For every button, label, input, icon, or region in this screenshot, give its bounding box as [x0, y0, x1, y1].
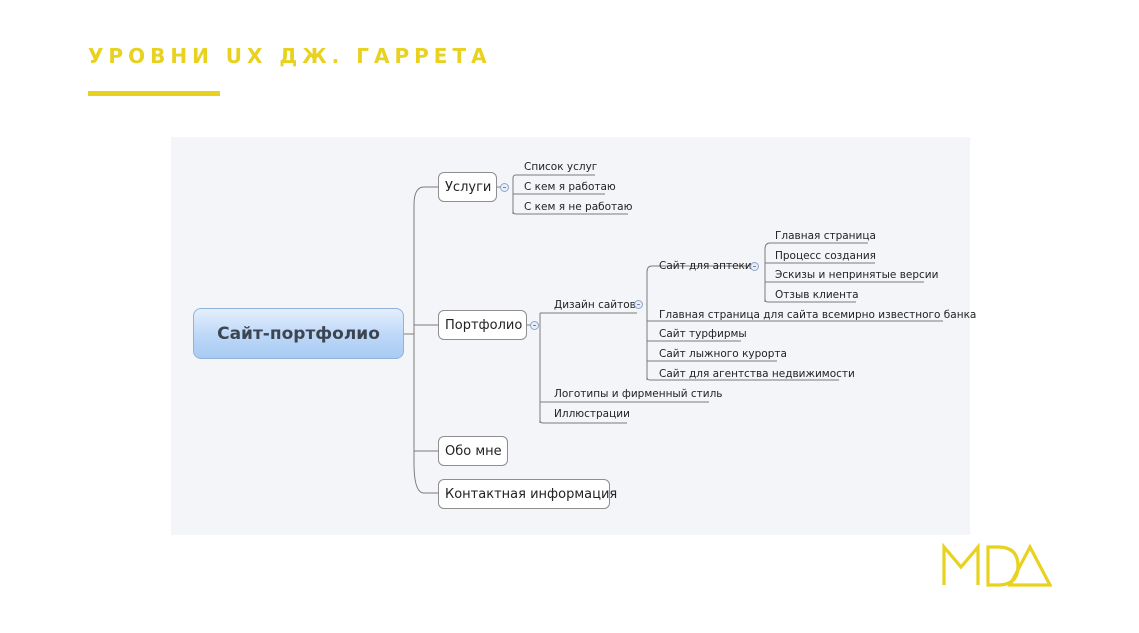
leaf-pharmacy-home[interactable]: Главная страница — [775, 230, 876, 242]
leaf-who-i-dont-work-with[interactable]: С кем я не работаю — [524, 201, 633, 213]
leaf-services-list[interactable]: Список услуг — [524, 161, 598, 173]
node-contacts[interactable]: Контактная информация — [438, 479, 617, 509]
node-pharmacy-site[interactable]: Сайт для аптеки — [659, 260, 752, 272]
collapse-portfolio-icon[interactable] — [530, 321, 539, 330]
node-portfolio[interactable]: Портфолио — [438, 310, 527, 340]
leaf-pharmacy-process[interactable]: Процесс создания — [775, 250, 876, 262]
node-services[interactable]: Услуги — [438, 172, 497, 202]
node-logos[interactable]: Логотипы и фирменный стиль — [554, 388, 723, 400]
leaf-travel-agency[interactable]: Сайт турфирмы — [659, 328, 747, 340]
leaf-real-estate[interactable]: Сайт для агентства недвижимости — [659, 368, 855, 380]
leaf-who-i-work-with[interactable]: С кем я работаю — [524, 181, 616, 193]
collapse-services-icon[interactable] — [500, 183, 509, 192]
title-underline — [88, 91, 220, 96]
slide-title: УРОВНИ UX ДЖ. ГАРРЕТА — [88, 44, 492, 68]
leaf-ski-resort[interactable]: Сайт лыжного курорта — [659, 348, 787, 360]
collapse-web-design-icon[interactable] — [634, 300, 643, 309]
leaf-bank-home[interactable]: Главная страница для сайта всемирно изве… — [659, 309, 977, 321]
mda-logo — [942, 543, 1052, 587]
node-web-design[interactable]: Дизайн сайтов — [554, 299, 636, 311]
leaf-pharmacy-sketches[interactable]: Эскизы и непринятые версии — [775, 269, 939, 281]
collapse-pharmacy-icon[interactable] — [750, 262, 759, 271]
mindmap-root-node[interactable]: Сайт-портфолио — [193, 308, 404, 359]
leaf-pharmacy-review[interactable]: Отзыв клиента — [775, 289, 859, 301]
node-illustrations[interactable]: Иллюстрации — [554, 408, 630, 420]
node-about[interactable]: Обо мне — [438, 436, 508, 466]
